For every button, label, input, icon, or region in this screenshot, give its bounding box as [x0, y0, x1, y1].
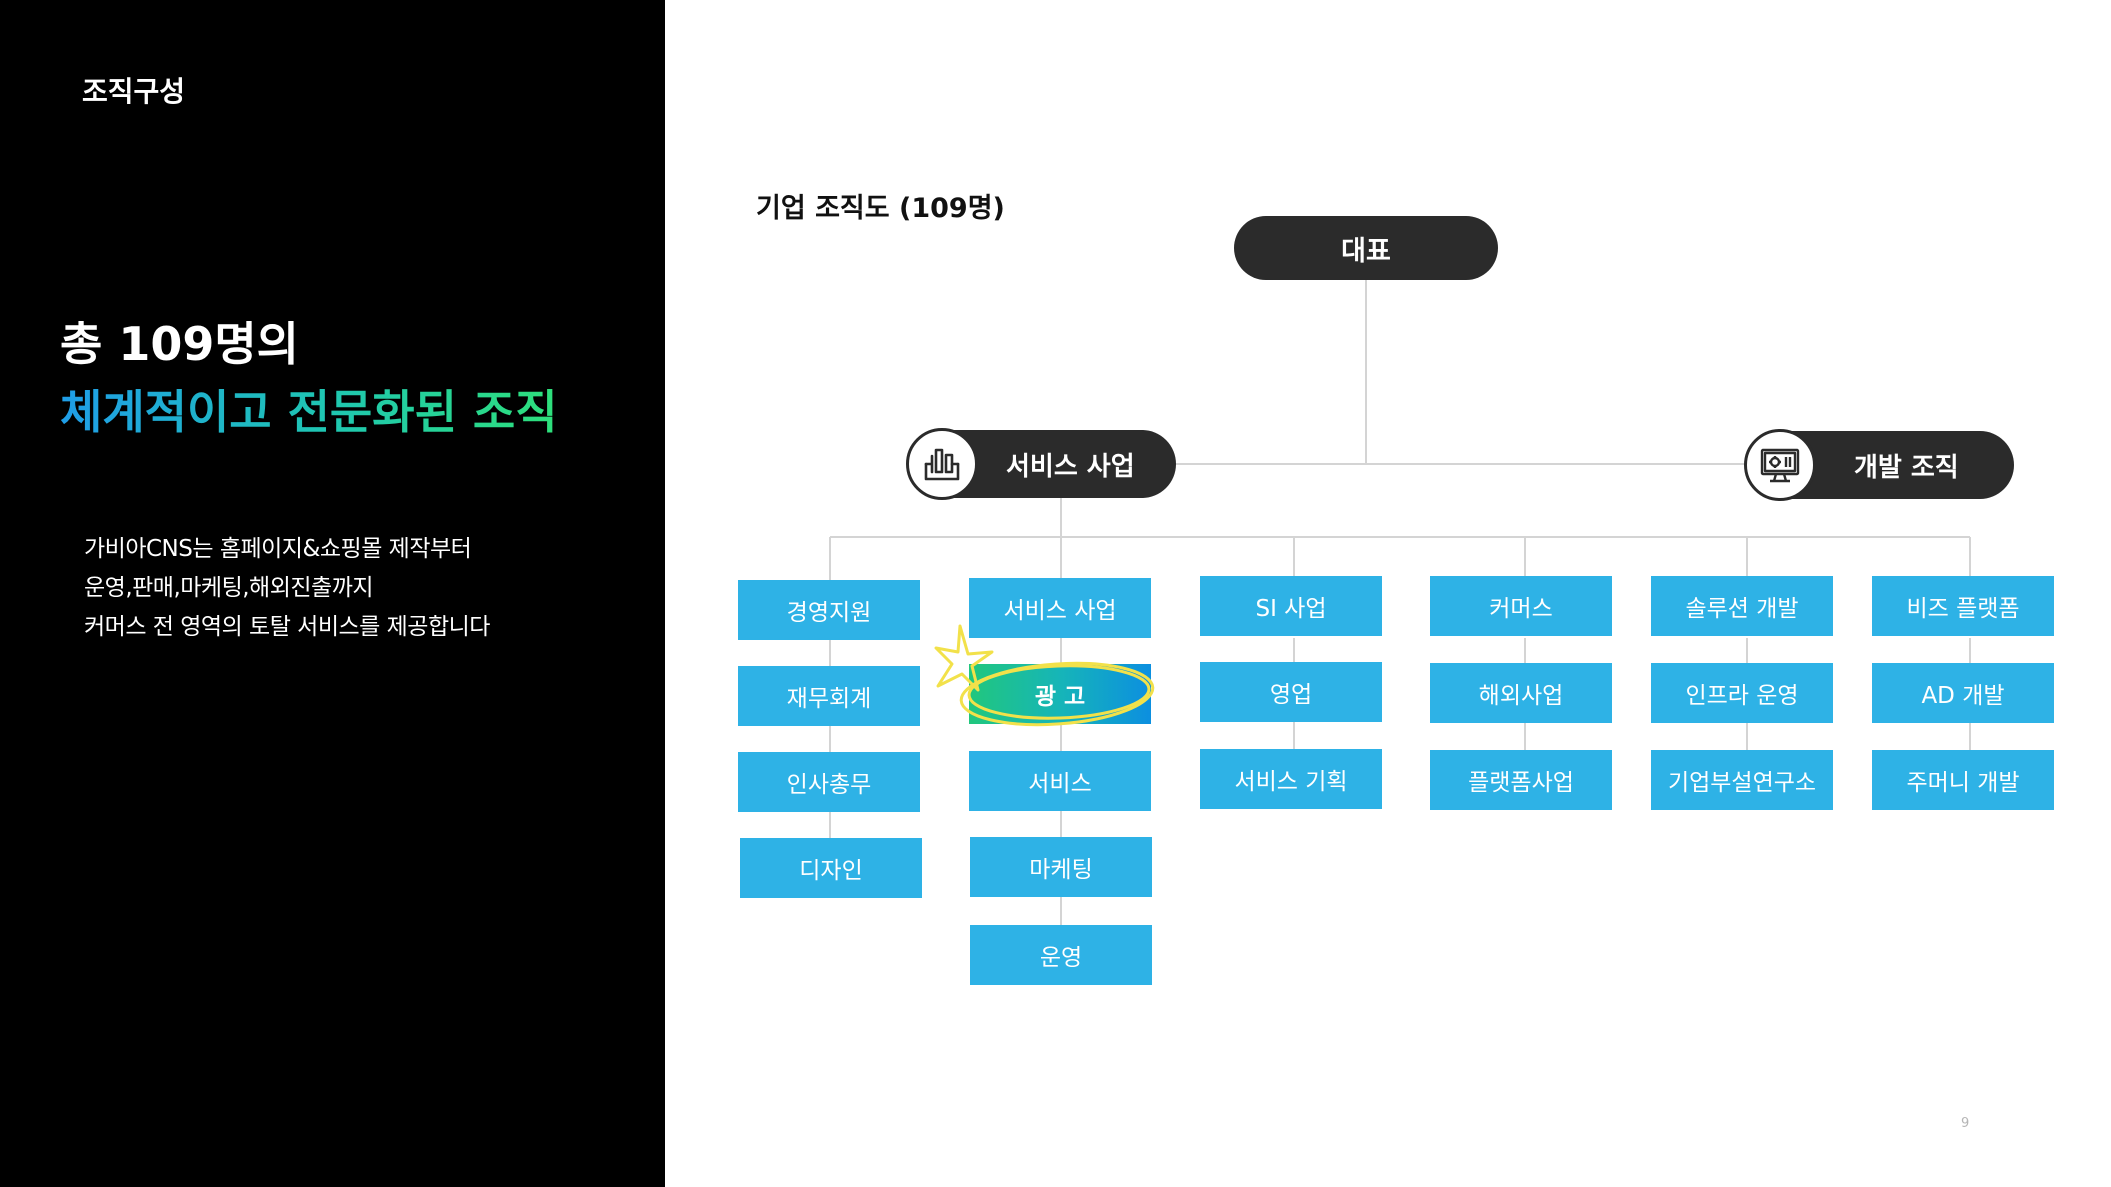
org-box-platform-business: 플랫폼사업	[1430, 750, 1612, 810]
org-box-biz-platform: 비즈 플랫폼	[1872, 576, 2054, 636]
headline-gradient: 체계적이고 전문화된 조직	[60, 376, 558, 442]
monitor-settings-icon	[1744, 429, 1816, 501]
org-box-design: 디자인	[740, 838, 922, 898]
org-box-service-business: 서비스 사업	[969, 578, 1151, 638]
org-chart-title: 기업 조직도 (109명)	[756, 193, 1005, 224]
org-box-ad-dev: AD 개발	[1872, 663, 2054, 723]
org-box-marketing: 마케팅	[970, 837, 1152, 897]
description-line: 커머스 전 영역의 토탈 서비스를 제공합니다	[84, 614, 490, 640]
org-box-service: 서비스	[969, 751, 1151, 811]
org-box-commerce: 커머스	[1430, 576, 1612, 636]
org-box-operations: 운영	[970, 925, 1152, 985]
org-box-management: 경영지원	[738, 580, 920, 640]
org-box-hr: 인사총무	[738, 752, 920, 812]
org-box-infra-ops: 인프라 운영	[1651, 663, 1833, 723]
left-panel: 조직구성 총 109명의 체계적이고 전문화된 조직 가비아CNS는 홈페이지&…	[0, 0, 665, 1187]
division-dev-label: 개발 조직	[1854, 452, 1959, 483]
description-line: 가비아CNS는 홈페이지&쇼핑몰 제작부터	[84, 536, 472, 562]
org-box-jumoney-dev: 주머니 개발	[1872, 750, 2054, 810]
headline-primary: 총 109명의	[60, 317, 299, 371]
org-box-solution-dev: 솔루션 개발	[1651, 576, 1833, 636]
description-line: 운영,판매,마케팅,해외진출까지	[84, 575, 374, 601]
service-business-icon	[906, 428, 978, 500]
ceo-node: 대표	[1234, 216, 1498, 280]
division-dev: 개발 조직	[1744, 429, 2014, 501]
division-service-label: 서비스 사업	[1006, 451, 1135, 482]
description: 가비아CNS는 홈페이지&쇼핑몰 제작부터 운영,판매,마케팅,해외진출까지 커…	[84, 530, 490, 647]
org-box-research-lab: 기업부설연구소	[1651, 750, 1833, 810]
org-box-si-business: SI 사업	[1200, 576, 1382, 636]
division-service: 서비스 사업	[906, 428, 1176, 500]
org-box-advertising: 광 고	[969, 664, 1151, 724]
section-label: 조직구성	[82, 75, 186, 108]
org-box-finance: 재무회계	[738, 666, 920, 726]
page-number: 9	[1961, 1116, 1970, 1131]
org-box-service-planning: 서비스 기획	[1200, 749, 1382, 809]
org-box-sales: 영업	[1200, 662, 1382, 722]
org-box-overseas: 해외사업	[1430, 663, 1612, 723]
